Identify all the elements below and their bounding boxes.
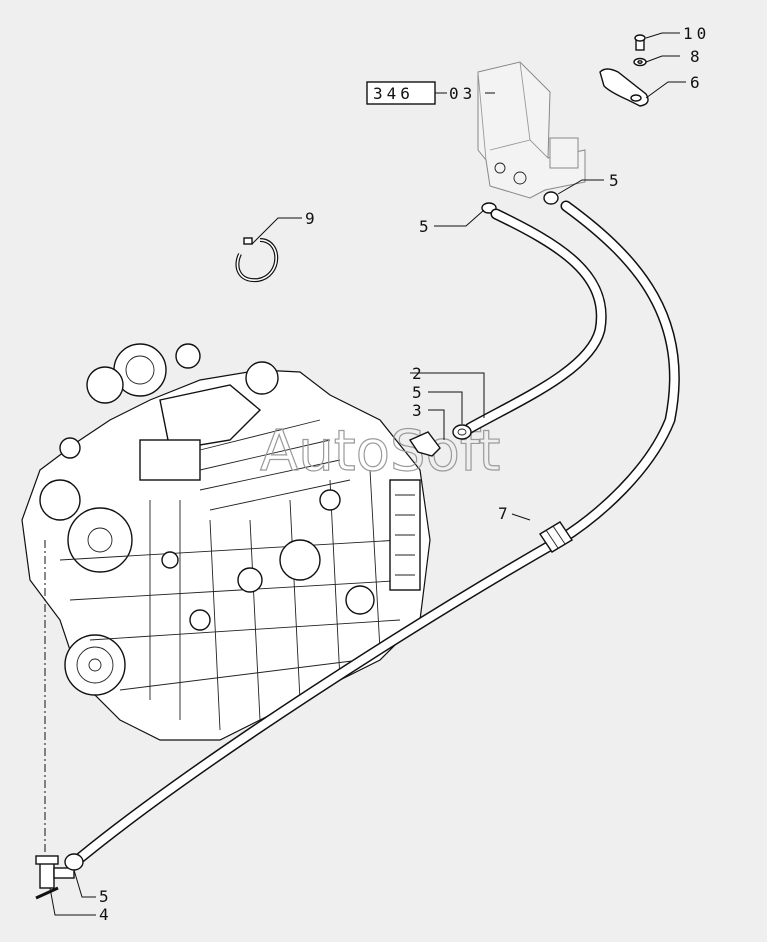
- hose-clamp-bracket: [599, 68, 649, 107]
- elbow-fitting: [408, 424, 472, 457]
- hose-long: [74, 200, 680, 864]
- reference-number: 346: [373, 84, 414, 103]
- callout-4: 4: [99, 905, 109, 924]
- callout-3: 3: [412, 401, 422, 420]
- reservoir-tank: [477, 61, 586, 199]
- callout-9: 9: [305, 209, 315, 228]
- engine-block: [21, 343, 431, 741]
- callout-5-bottom: 5: [99, 887, 109, 906]
- reference-box: 346 03: [366, 81, 495, 105]
- callout-2: 2: [412, 364, 422, 383]
- washer-part: [633, 57, 647, 67]
- callout-7: 7: [498, 504, 508, 523]
- drain-fitting: [35, 853, 84, 900]
- bolt-part: [634, 34, 646, 51]
- callout-10: 10: [683, 24, 710, 43]
- callout-8: 8: [690, 47, 700, 66]
- hose-clamp-right: [543, 191, 559, 205]
- hose-upper: [464, 208, 607, 434]
- ring-clip-part: [235, 237, 279, 283]
- reference-suffix: 03: [449, 84, 476, 103]
- callout-5-elbow: 5: [412, 383, 422, 402]
- callout-5-tank-right: 5: [609, 171, 619, 190]
- leader-lines: [49, 32, 686, 916]
- callout-5-tank-left: 5: [419, 217, 429, 236]
- callout-6: 6: [690, 73, 700, 92]
